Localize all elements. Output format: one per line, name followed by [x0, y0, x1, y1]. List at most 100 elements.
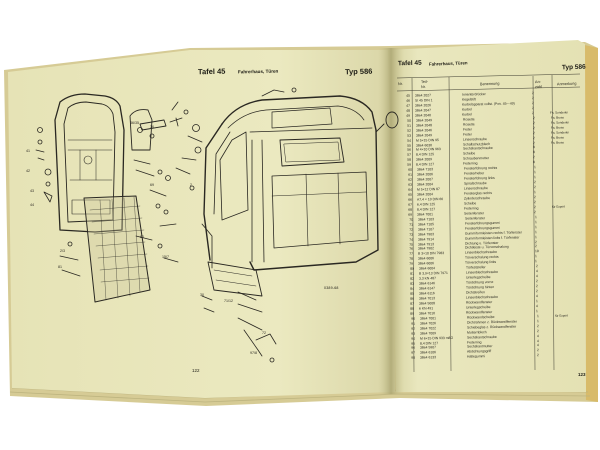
- part-quantity: 1: [534, 224, 537, 229]
- part-remark: Fa. Brose: [550, 139, 565, 145]
- part-name: Kurbel: [462, 112, 473, 117]
- part-quantity: 2: [534, 209, 537, 214]
- part-number-index: 48: [406, 108, 411, 113]
- part-number-index: 46: [406, 98, 411, 103]
- drawing-code: 0389-68: [324, 286, 339, 290]
- part-quantity: 2: [536, 328, 539, 333]
- label-5: 43: [30, 189, 34, 193]
- part-number-index: 93: [410, 331, 415, 336]
- part-name: Haltegummi: [467, 354, 486, 359]
- part-name: Zylinderschraube: [464, 195, 491, 201]
- part-quantity: 2: [533, 185, 536, 190]
- part-number-index: 92: [410, 326, 415, 331]
- part-quantity: 2: [532, 135, 535, 140]
- part-remark: Fa. Brose: [550, 115, 564, 120]
- label-14: 2/3: [60, 249, 65, 253]
- part-name: Kurbel: [462, 107, 473, 112]
- part-number: 38e4 6133: [420, 355, 437, 360]
- part-number-index: 66: [408, 197, 413, 202]
- part-number: 38e4 7022: [419, 325, 436, 331]
- part-number: 38e4 2040: [415, 113, 432, 118]
- part-number-index: 71: [408, 222, 413, 227]
- door-window-glass: [129, 109, 153, 151]
- part-name: Seitenfenster: [464, 215, 485, 221]
- part-quantity: 1: [533, 190, 536, 195]
- part-number: 38e4 7001: [419, 315, 436, 321]
- part-quantity: 2: [534, 204, 537, 209]
- label-8: 60: [140, 235, 144, 239]
- label-1: 36/35: [130, 121, 139, 125]
- part-name: Feder: [462, 131, 472, 137]
- part-number-index: 52: [406, 128, 411, 133]
- left-page-number: 122: [192, 368, 200, 373]
- part-number: 38e4 7107: [417, 226, 434, 232]
- label-12: 72: [262, 331, 266, 335]
- label-4: 42: [26, 169, 30, 173]
- part-number-index: 47: [406, 103, 411, 108]
- small-parts: [35, 117, 203, 277]
- part-number: 38e4 2046: [415, 127, 432, 133]
- part-quantity: 1: [536, 308, 539, 313]
- part-remark: Fa. Sonderlei: [550, 129, 569, 135]
- drawing-labels: 36/35 36 41 42 43 44 69 60 15/7 30 71/12…: [26, 121, 266, 355]
- label-15: 81: [58, 265, 62, 269]
- part-remark: für Export: [552, 204, 566, 209]
- part-quantity: 2: [536, 323, 539, 328]
- part-number-index: 90: [410, 316, 415, 321]
- part-quantity: 2: [532, 105, 535, 110]
- part-number-index: 89: [410, 311, 415, 316]
- part-number: 38e4 7026: [419, 320, 436, 326]
- part-number-index: 67: [408, 202, 413, 207]
- lower-parts: [201, 291, 277, 363]
- part-number: 38e4 7903: [417, 231, 434, 237]
- label-16: 2: [190, 183, 192, 187]
- part-number-index: 98: [411, 356, 416, 361]
- part-number-index: 53: [406, 133, 411, 138]
- top-hardware: [171, 87, 297, 115]
- part-number: 38e4 2049: [415, 132, 432, 138]
- label-13: 97/8: [250, 351, 257, 355]
- part-number: M 5×15 DIN 95: [415, 137, 439, 143]
- part-number-index: 72: [408, 227, 413, 232]
- part-number-index: 49: [406, 113, 411, 118]
- part-quantity: 4: [536, 333, 539, 338]
- right-page: [388, 40, 586, 392]
- part-number: 38e4 2049: [415, 117, 432, 123]
- part-number-index: 74: [409, 237, 413, 242]
- door-trim-panel: [83, 195, 151, 303]
- label-7: 69: [150, 183, 154, 187]
- part-name: Sechskantschraube: [466, 334, 497, 340]
- part-number: 38e4 7010: [419, 311, 436, 316]
- part-remark: für Export: [554, 313, 568, 318]
- part-name: Linsenschraube: [462, 136, 487, 142]
- parts-row: 98 38e4 6133 Haltegummi 2: [405, 353, 585, 361]
- label-11: 71/12: [224, 299, 233, 303]
- part-number-index: 68: [408, 207, 413, 212]
- part-quantity: 1: [536, 318, 539, 323]
- part-remark: Fa. Sonderlei: [550, 110, 569, 115]
- part-quantity: 2: [532, 125, 535, 130]
- part-number-index: 86: [410, 296, 415, 301]
- part-quantity: 2: [532, 100, 535, 106]
- part-number-index: 73: [408, 232, 413, 237]
- part-quantity: 4: [536, 294, 538, 299]
- part-name: Kurbelapparat vollst. (Pos. 45—49): [462, 101, 515, 107]
- part-number-index: 87: [410, 301, 415, 306]
- part-remark: Fa. Brose: [550, 135, 564, 140]
- part-name: Scheibe: [464, 201, 477, 206]
- label-9: 15/7: [162, 255, 169, 259]
- part-quantity: 2: [534, 199, 537, 205]
- table-rules: [396, 73, 581, 373]
- part-quantity: 2: [537, 353, 540, 358]
- part-number-index: 94: [411, 336, 415, 341]
- label-6: 44: [30, 203, 34, 207]
- part-name: Rosette: [462, 117, 475, 122]
- mirror: [375, 111, 399, 133]
- part-quantity: 1: [534, 229, 537, 234]
- part-quantity: 1: [534, 214, 537, 219]
- part-quantity: 2: [532, 115, 535, 120]
- part-name: Feder: [462, 127, 472, 132]
- part-quantity: 2: [535, 284, 538, 289]
